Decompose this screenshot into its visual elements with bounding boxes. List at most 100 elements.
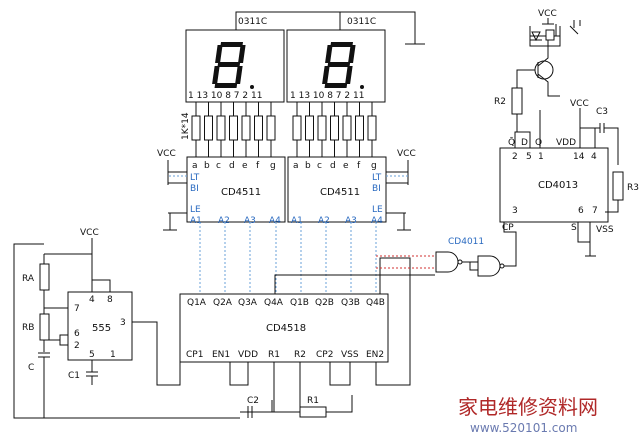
decoder-left-out-f: f xyxy=(256,161,260,171)
r2-label: R2 xyxy=(494,97,506,107)
c3-label: C3 xyxy=(596,107,608,117)
counter-pin-q4a: Q4A xyxy=(264,298,284,308)
timer-pin-7: 7 xyxy=(74,304,80,314)
counter-pin-q1a: Q1A xyxy=(187,298,207,308)
ff-label-vss: VSS xyxy=(596,225,614,235)
counter-pin-en1: EN1 xyxy=(212,350,230,360)
decoder-right-in-a4: A4 xyxy=(371,216,383,226)
counter-pin-vss: VSS xyxy=(341,350,359,360)
ff-num-5: 5 xyxy=(526,152,532,162)
decoder-left: a b c d e f g LT BI CD4511 LE A1 A2 A3 A… xyxy=(186,156,286,226)
counter-pin-en2: EN2 xyxy=(366,350,384,360)
resistor xyxy=(229,115,238,141)
ff-num-2: 2 xyxy=(512,152,518,162)
display-left: 0311C 1 13 10 8 7 2 11 xyxy=(185,17,285,103)
decoder-left-in-a4: A4 xyxy=(269,216,281,226)
resistor xyxy=(305,115,314,141)
ff-pin-d: D xyxy=(521,138,528,148)
decoder-right: a b c d e f g LT BI CD4511 LE A1 A2 A3 A… xyxy=(287,156,387,226)
counter-cd4518: Q1A Q2A Q3A Q4A Q1B Q2B Q3B Q4B CD4518 C… xyxy=(179,293,389,363)
ff-num-6: 6 xyxy=(578,206,584,216)
timer-pin-4: 4 xyxy=(89,295,95,305)
resistor xyxy=(292,115,302,141)
vcc-left-decoder: VCC xyxy=(157,149,176,159)
counter-pin-r2: R2 xyxy=(294,350,306,360)
c-label: C xyxy=(28,363,34,373)
display-right-label: 0311C xyxy=(347,17,376,27)
c1-label: C1 xyxy=(68,371,80,381)
resistor xyxy=(355,115,364,141)
decoder-left-out-e: e xyxy=(242,161,248,171)
decoder-left-out-a: a xyxy=(192,161,198,171)
counter-pin-r1: R1 xyxy=(268,350,280,360)
resistor xyxy=(317,115,327,141)
timer-pin-5: 5 xyxy=(89,350,95,360)
counter-pin-q3a: Q3A xyxy=(238,298,258,308)
ff-num-14: 14 xyxy=(573,152,585,162)
nand-gate-1 xyxy=(435,251,463,273)
timer-pin-2: 2 xyxy=(74,341,80,351)
resistor-array-left xyxy=(191,102,276,157)
counter-pin-q2a: Q2A xyxy=(213,298,233,308)
vcc-555: VCC xyxy=(80,228,99,238)
decoder-right-out-a: a xyxy=(293,161,299,171)
ff-num-3: 3 xyxy=(512,206,518,216)
decoder-left-in-a3: A3 xyxy=(244,216,256,226)
timer-pin-1: 1 xyxy=(110,350,116,360)
display-right-pins: 1 13 10 8 7 2 11 xyxy=(290,91,364,101)
ff-pin-qbar: Q̄ xyxy=(508,136,515,148)
decoder-left-out-c: c xyxy=(216,161,221,171)
rb-label: RB xyxy=(22,323,34,333)
counter-pin-q4b: Q4B xyxy=(366,298,385,308)
r3-label: R3 xyxy=(627,183,639,193)
gate-label: CD4011 xyxy=(448,237,484,247)
resistor-array-label: 1K*14 xyxy=(181,112,191,140)
decoder-left-out-g: g xyxy=(270,161,276,171)
counter-name: CD4518 xyxy=(266,323,306,334)
decoder-left-lt: LT xyxy=(190,173,200,183)
timer-name: 555 xyxy=(92,323,111,334)
display-left-pins: 1 13 10 8 7 2 11 xyxy=(188,91,262,101)
resistor xyxy=(204,115,213,141)
ff-label-cp: CP xyxy=(502,223,514,233)
timer-pin-8: 8 xyxy=(107,295,113,305)
ff-pin-q: Q xyxy=(535,138,542,148)
counter-pin-q1b: Q1B xyxy=(290,298,309,308)
timer-pin-6: 6 xyxy=(74,329,80,339)
ff-label-s: S xyxy=(571,223,577,233)
vcc-right-decoder: VCC xyxy=(397,149,416,159)
decoder-right-out-f: f xyxy=(357,161,361,171)
nand-gate-2 xyxy=(477,255,505,277)
r1-label: R1 xyxy=(307,396,319,406)
decoder-right-lt: LT xyxy=(372,173,382,183)
decoder-right-in-a1: A1 xyxy=(291,216,303,226)
resistor-array-right xyxy=(292,102,377,157)
ff-name: CD4013 xyxy=(538,180,578,191)
display-left-label: 0311C xyxy=(238,17,267,27)
resistor xyxy=(367,115,377,141)
vcc-relay: VCC xyxy=(538,9,557,19)
c2-label: C2 xyxy=(247,396,259,406)
decoder-left-out-d: d xyxy=(229,161,235,171)
resistor xyxy=(241,115,251,141)
ff-num-7: 7 xyxy=(592,206,598,216)
decoder-right-out-g: g xyxy=(371,161,377,171)
decoder-left-bi: BI xyxy=(190,184,199,194)
vcc-4013: VCC xyxy=(570,99,589,109)
counter-pin-q3b: Q3B xyxy=(341,298,360,308)
decoder-right-out-c: c xyxy=(317,161,322,171)
decoder-right-le: LE xyxy=(372,205,383,215)
display-right: 0311C 1 13 10 8 7 2 11 xyxy=(286,17,386,103)
resistor xyxy=(191,115,201,141)
flipflop-cd4013: Q̄ D Q VDD 2 5 1 14 4 CD4013 3 6 7 CP S … xyxy=(499,136,614,235)
resistor xyxy=(266,115,276,141)
decoder-right-in-a2: A2 xyxy=(318,216,330,226)
decoder-left-name: CD4511 xyxy=(221,187,261,198)
decoder-right-out-d: d xyxy=(330,161,336,171)
counter-pin-vdd: VDD xyxy=(238,350,258,360)
resistor xyxy=(330,115,339,141)
decoder-right-in-a3: A3 xyxy=(345,216,357,226)
resistor xyxy=(216,115,226,141)
